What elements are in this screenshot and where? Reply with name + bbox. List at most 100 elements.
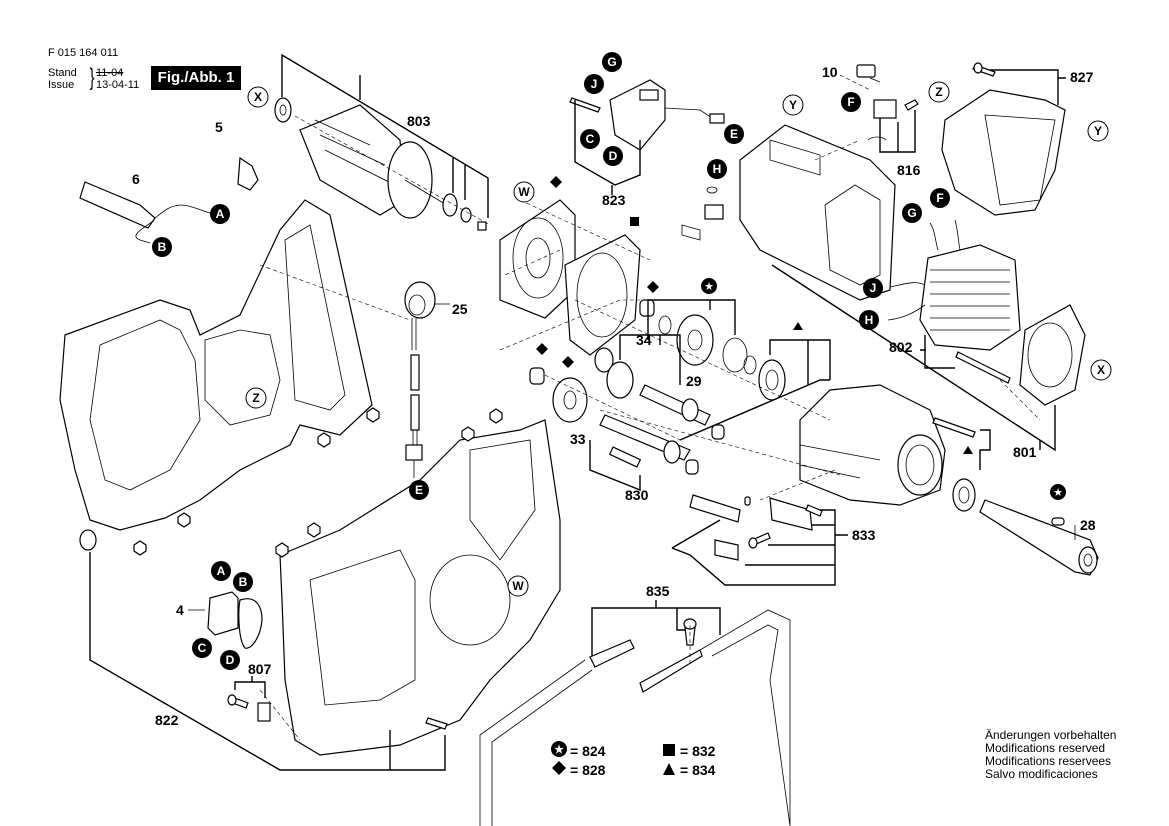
svg-text:E: E bbox=[730, 127, 738, 141]
part-label-802: 802 bbox=[889, 339, 913, 355]
legend-item-824: ★ = 824 bbox=[551, 741, 661, 761]
svg-text:G: G bbox=[907, 206, 916, 220]
assembly-lines bbox=[259, 74, 1041, 741]
connector-A2: A bbox=[211, 561, 231, 581]
brush-holder bbox=[681, 64, 919, 241]
part-label-6: 6 bbox=[132, 171, 140, 187]
part-label-10: 10 bbox=[822, 64, 838, 80]
legend-text: = 824 bbox=[570, 743, 606, 759]
connector-F2: F bbox=[930, 188, 950, 208]
connector-B: B bbox=[152, 237, 172, 257]
part-label-830: 830 bbox=[625, 487, 649, 503]
switch-and-clamp bbox=[188, 591, 448, 730]
legend-item-834: = 834 bbox=[661, 761, 771, 779]
leader-822 bbox=[89, 552, 446, 771]
stand-frame bbox=[479, 600, 791, 826]
marker-Z: Z bbox=[928, 81, 950, 103]
connector-C2: C bbox=[192, 638, 212, 658]
svg-text:H: H bbox=[865, 313, 874, 327]
connector-F: F bbox=[841, 92, 861, 112]
gear-housing bbox=[799, 384, 991, 512]
svg-text:F: F bbox=[847, 95, 854, 109]
star-circle-icon: ★ bbox=[701, 278, 717, 294]
diamond-icon bbox=[551, 761, 567, 779]
kit-legend: ★ = 824 = 832 = 828 = 834 bbox=[551, 741, 771, 779]
svg-text:B: B bbox=[158, 240, 167, 254]
triangle-icon bbox=[661, 761, 677, 779]
part-label-28: 28 bbox=[1080, 517, 1096, 533]
power-cord bbox=[74, 132, 259, 244]
motor-housing bbox=[739, 124, 896, 301]
part-labels: 5 6 803 823 10 827 816 25 34 29 33 802 8… bbox=[132, 64, 1096, 728]
svg-text:J: J bbox=[591, 77, 598, 91]
svg-text:H: H bbox=[713, 162, 722, 176]
legend-item-828: = 828 bbox=[551, 761, 661, 779]
diamond-icon bbox=[550, 176, 562, 188]
part-label-33: 33 bbox=[570, 431, 586, 447]
stand-label: Stand bbox=[48, 67, 77, 79]
connector-C: C bbox=[580, 129, 600, 149]
svg-text:D: D bbox=[609, 149, 618, 163]
connector-J: J bbox=[584, 74, 604, 94]
svg-text:D: D bbox=[226, 653, 235, 667]
part-label-25: 25 bbox=[452, 301, 468, 317]
assembly-markers: X W Y Z Y X Z W bbox=[245, 81, 1112, 597]
connector-G: G bbox=[602, 52, 622, 72]
connector-J2: J bbox=[863, 278, 883, 298]
svg-text:C: C bbox=[586, 132, 595, 146]
svg-text:G: G bbox=[607, 55, 616, 69]
svg-text:Y: Y bbox=[1094, 124, 1102, 138]
diamond-icon bbox=[562, 356, 574, 368]
part-label-803: 803 bbox=[407, 113, 431, 129]
part-label-827: 827 bbox=[1070, 69, 1094, 85]
svg-text:A: A bbox=[216, 207, 225, 221]
document-number: F 015 164 011 bbox=[48, 47, 119, 59]
marker-Z2: Z bbox=[245, 387, 267, 409]
part-label-807: 807 bbox=[248, 661, 272, 677]
connector-H: H bbox=[707, 159, 727, 179]
marker-Y2: Y bbox=[1087, 120, 1109, 142]
part-label-835: 835 bbox=[646, 583, 670, 599]
lock-mechanism bbox=[671, 494, 848, 586]
triangle-icon bbox=[793, 322, 803, 330]
connector-A: A bbox=[210, 204, 230, 224]
legend-text: = 832 bbox=[680, 743, 716, 759]
diamond-icon bbox=[536, 343, 548, 355]
part-label-4: 4 bbox=[176, 602, 184, 618]
connector-D2: D bbox=[220, 650, 240, 670]
connector-D: D bbox=[603, 146, 623, 166]
svg-text:★: ★ bbox=[1053, 487, 1063, 499]
legend-text: = 828 bbox=[570, 762, 606, 778]
part-label-823: 823 bbox=[602, 192, 626, 208]
marker-W: W bbox=[513, 181, 535, 203]
svg-text:★: ★ bbox=[554, 744, 564, 756]
note-es: Salvo modificaciones bbox=[985, 767, 1098, 781]
svg-text:E: E bbox=[415, 483, 423, 497]
svg-text:X: X bbox=[254, 90, 262, 104]
connector-G2: G bbox=[902, 203, 922, 223]
connector-markers: A B G J C D E H F G F J H E A B C D bbox=[152, 52, 950, 670]
issue-label: Issue bbox=[48, 79, 75, 91]
svg-text:C: C bbox=[198, 641, 207, 655]
triangle-icon bbox=[963, 446, 973, 454]
kit-symbols: ★ ★ bbox=[536, 176, 1066, 500]
svg-text:Z: Z bbox=[935, 85, 942, 99]
svg-text:J: J bbox=[870, 281, 877, 295]
svg-text:W: W bbox=[518, 185, 530, 199]
brace-icon: } bbox=[89, 64, 95, 91]
svg-text:B: B bbox=[239, 575, 248, 589]
electronics-module bbox=[569, 79, 725, 195]
connector-E2: E bbox=[409, 480, 429, 500]
part-label-29: 29 bbox=[686, 373, 702, 389]
modification-notes: Änderungen vorbehalten Modifications res… bbox=[985, 729, 1116, 781]
marker-X: X bbox=[247, 86, 269, 108]
marker-W2: W bbox=[507, 575, 529, 597]
marker-X2: X bbox=[1090, 359, 1112, 381]
right-housing-half bbox=[275, 408, 561, 756]
part-label-34: 34 bbox=[636, 332, 652, 348]
bearing-plate bbox=[499, 199, 641, 356]
stand-value: 11-04 bbox=[96, 67, 124, 79]
rear-cover bbox=[941, 62, 1066, 216]
part-label-833: 833 bbox=[852, 527, 876, 543]
svg-text:F: F bbox=[936, 191, 943, 205]
